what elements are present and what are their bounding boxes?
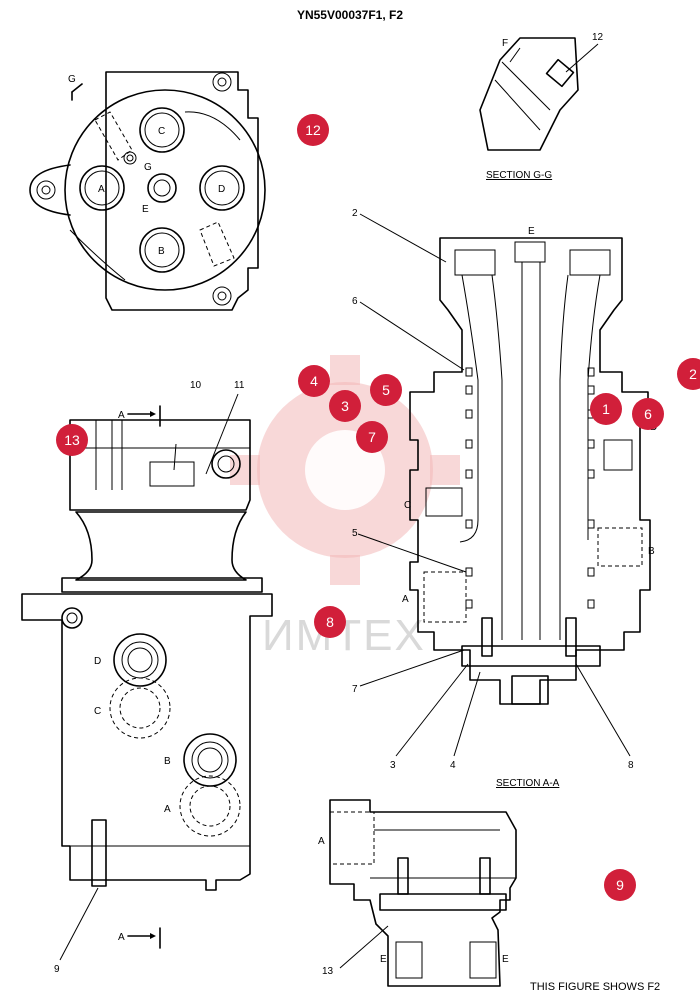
badge-12[interactable]: 9 bbox=[604, 869, 636, 901]
callout-9: 9 bbox=[54, 964, 60, 975]
section-aa-view: 2 6 5 7 3 4 8 E D C B A SECTION A-A bbox=[352, 208, 657, 789]
badge-13[interactable]: 13 bbox=[56, 424, 88, 456]
port-a-lower: A bbox=[318, 836, 325, 847]
badge-9[interactable]: 12 bbox=[297, 114, 329, 146]
svg-text:2: 2 bbox=[689, 366, 697, 382]
port-d-label: D bbox=[218, 184, 225, 195]
callout-5: 5 bbox=[352, 528, 358, 539]
callout-4: 4 bbox=[450, 760, 456, 771]
port-a-label: A bbox=[98, 184, 105, 195]
port-b-section: B bbox=[648, 546, 655, 557]
svg-text:1: 1 bbox=[602, 401, 610, 417]
lower-section-view: A E E 13 bbox=[318, 799, 517, 987]
drawing-id: YN55V00037F1, F2 bbox=[297, 8, 403, 22]
port-b-label: B bbox=[158, 246, 165, 257]
badge-7[interactable]: 7 bbox=[356, 421, 388, 453]
section-gg-view: F 12 SECTION G-G bbox=[479, 32, 604, 181]
badge-4[interactable]: 4 bbox=[298, 365, 330, 397]
label-g-center: G bbox=[144, 162, 152, 173]
svg-text:8: 8 bbox=[326, 614, 334, 630]
port-a-side: A bbox=[164, 804, 171, 815]
svg-text:4: 4 bbox=[310, 373, 318, 389]
svg-text:12: 12 bbox=[305, 122, 321, 138]
port-e-lower-right: E bbox=[502, 954, 509, 965]
callout-7: 7 bbox=[352, 684, 358, 695]
callout-6: 6 bbox=[352, 296, 358, 307]
port-c-label: C bbox=[158, 126, 165, 137]
port-a-section: A bbox=[402, 594, 409, 605]
callout-12: 12 bbox=[592, 32, 604, 43]
callout-10: 10 bbox=[190, 380, 202, 391]
port-c-side: C bbox=[94, 706, 101, 717]
badge-1[interactable]: 1 bbox=[590, 393, 622, 425]
callout-13: 13 bbox=[322, 966, 334, 977]
label-g-top: G bbox=[68, 74, 76, 85]
callout-8: 8 bbox=[628, 760, 634, 771]
side-view: A A 10 11 9 D C B A bbox=[21, 380, 273, 975]
port-c-section: C bbox=[404, 500, 411, 511]
top-view: G G C A D B E bbox=[29, 71, 266, 311]
badge-3[interactable]: 3 bbox=[329, 390, 361, 422]
port-b-side: B bbox=[164, 756, 171, 767]
section-marker-a-top: A bbox=[118, 410, 125, 421]
svg-text:13: 13 bbox=[64, 432, 80, 448]
footer-note: THIS FIGURE SHOWS F2 bbox=[530, 981, 660, 993]
callout-2: 2 bbox=[352, 208, 358, 219]
svg-text:5: 5 bbox=[382, 382, 390, 398]
svg-text:6: 6 bbox=[644, 406, 652, 422]
port-e-section: E bbox=[528, 226, 535, 237]
callout-11: 11 bbox=[234, 380, 245, 391]
section-gg-title: SECTION G-G bbox=[486, 170, 552, 181]
badge-6[interactable]: 6 bbox=[632, 398, 664, 430]
label-f: F bbox=[502, 38, 508, 49]
badge-2[interactable]: 2 bbox=[677, 358, 700, 390]
port-d-side: D bbox=[94, 656, 101, 667]
svg-text:9: 9 bbox=[616, 877, 624, 893]
port-e-lower-left: E bbox=[380, 954, 387, 965]
svg-text:7: 7 bbox=[368, 429, 376, 445]
badge-8[interactable]: 8 bbox=[314, 606, 346, 638]
section-marker-a-bottom: A bbox=[118, 932, 125, 943]
port-e-label: E bbox=[142, 204, 149, 215]
svg-text:3: 3 bbox=[341, 398, 349, 414]
section-aa-title: SECTION A-A bbox=[496, 778, 560, 789]
callout-3: 3 bbox=[390, 760, 396, 771]
badge-5[interactable]: 5 bbox=[370, 374, 402, 406]
